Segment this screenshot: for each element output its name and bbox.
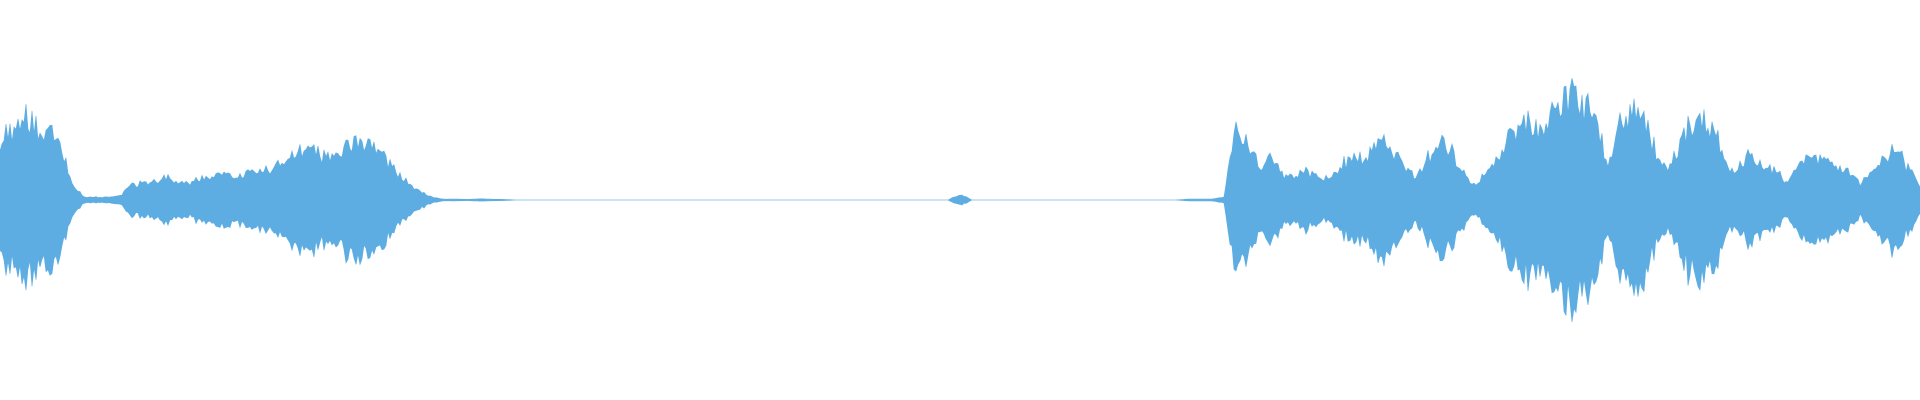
waveform-shape: [0, 78, 1920, 323]
